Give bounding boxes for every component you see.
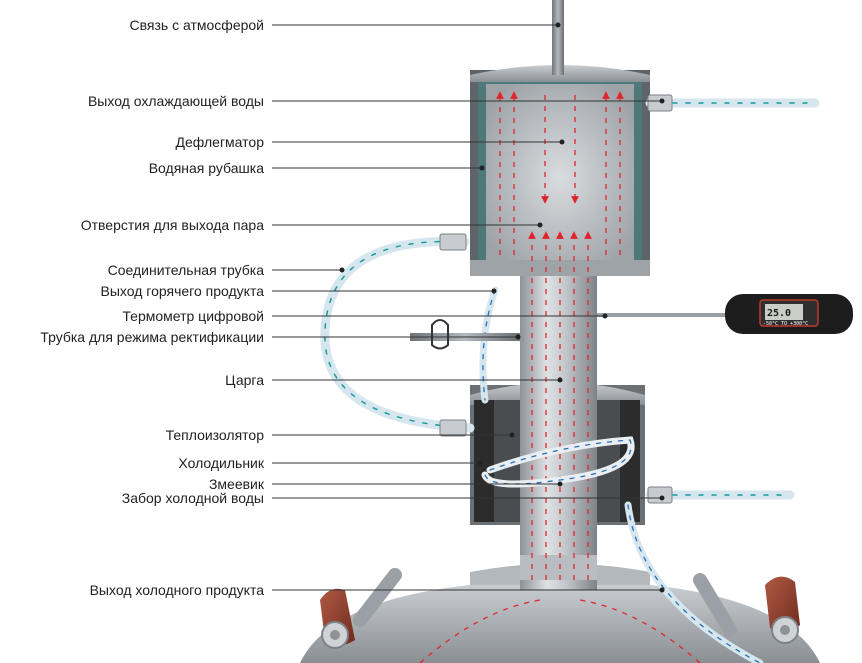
- cooler-body: [470, 382, 645, 525]
- label-cooler: Холодильник: [178, 455, 264, 471]
- fittings: [439, 94, 673, 504]
- thermometer-range: -50°C TO +300°C: [763, 321, 808, 327]
- label-connecting-tube: Соединительная трубка: [108, 262, 265, 278]
- dephlegmator-body: [470, 65, 650, 276]
- label-steam-holes: Отверстия для выхода пара: [81, 217, 264, 233]
- labels: Связь с атмосферой Выход охлаждающей вод…: [40, 17, 665, 598]
- steam-flow: [419, 91, 701, 663]
- label-thermometer: Термометр цифровой: [122, 308, 264, 324]
- label-cold-product: Выход холодного продукта: [90, 582, 265, 598]
- water-tubes: [320, 98, 820, 663]
- rectification-tube-shape: [410, 319, 520, 350]
- label-cold-water-in: Забор холодной воды: [122, 490, 264, 506]
- label-atmosphere: Связь с атмосферой: [130, 17, 264, 33]
- label-cooling-out: Выход охлаждающей воды: [88, 93, 264, 109]
- label-water-jacket: Водяная рубашка: [149, 160, 264, 176]
- tsarga-column: [519, 209, 597, 590]
- label-insulator: Теплоизолятор: [166, 427, 265, 443]
- thermometer-reading: 25.0: [767, 308, 791, 319]
- right-handle: [693, 573, 800, 644]
- label-tsarga: Царга: [225, 372, 264, 388]
- label-rectification-tube: Трубка для режима ректификации: [40, 329, 264, 345]
- digital-thermometer: 25.0 -50°C TO +300°C: [597, 294, 853, 334]
- left-handle: [320, 568, 402, 649]
- label-hot-product: Выход горячего продукта: [101, 283, 265, 299]
- label-coil: Змеевик: [209, 476, 265, 492]
- atmosphere-tube: [552, 0, 564, 75]
- label-dephlegmator: Дефлегматор: [176, 134, 265, 150]
